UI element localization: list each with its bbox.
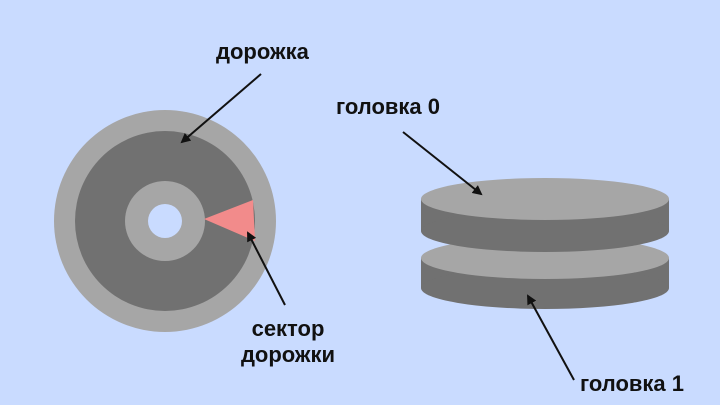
platter-bottom-base: [421, 267, 669, 309]
head0-arrow: [402, 131, 483, 196]
head0-label: головка 0: [336, 94, 441, 119]
track-sector: [204, 200, 255, 241]
sector-arrow: [247, 231, 286, 306]
head1-label: головка 1: [580, 371, 685, 396]
sector-label: сектор дорожки: [228, 316, 348, 368]
sector-label-line1: сектор: [251, 316, 325, 341]
disk-spindle-hole: [148, 204, 182, 238]
track-label: дорожка: [216, 39, 309, 64]
platter-top-top: [421, 178, 669, 220]
platter-top-base: [421, 210, 669, 252]
platter-stack: [421, 178, 669, 309]
track-arrow: [180, 73, 262, 144]
head1-arrow: [527, 294, 575, 381]
sector-label-line2: дорожки: [240, 342, 336, 367]
disk-top-view: [54, 110, 276, 332]
